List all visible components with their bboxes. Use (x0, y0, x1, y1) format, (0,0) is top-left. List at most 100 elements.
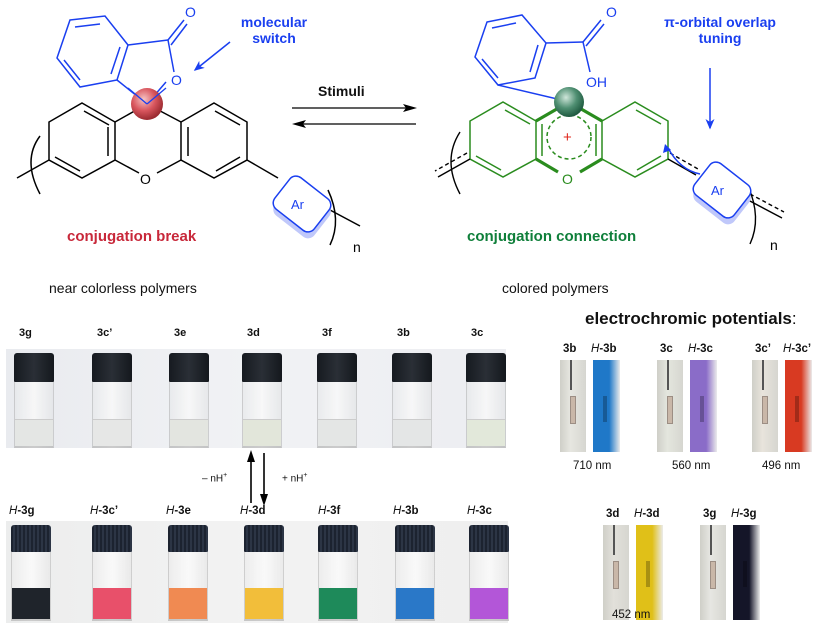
colored-caption: colored polymers (502, 280, 609, 296)
molecular-switch-line1: molecular (240, 14, 308, 30)
label-prefix: H (90, 505, 99, 517)
electrode-wire (570, 360, 572, 390)
label-prefix: H (240, 505, 249, 517)
vial-cap (168, 525, 208, 552)
neutral-cell-label: 3b (563, 343, 577, 355)
vial-glass (242, 381, 282, 448)
vial-liquid (15, 419, 53, 446)
vial (242, 353, 282, 448)
vial (92, 353, 132, 448)
label-suffix: -3c’ (98, 505, 119, 517)
charge-plus: + (563, 129, 572, 146)
left-xanthene (16, 102, 361, 246)
left-repeat-n: n (353, 239, 361, 255)
conjugation-break-label: conjugation break (67, 228, 197, 245)
protonation-sup: + (303, 472, 308, 479)
label-prefix: H (783, 343, 792, 355)
protonated-vial-label: H-3e (166, 505, 191, 517)
vial-liquid (318, 419, 356, 446)
label-suffix: -3g (17, 505, 35, 517)
protonated-vial-label: H-3g (9, 505, 35, 517)
protonated-cell-label: H-3d (634, 508, 660, 520)
molecular-switch-arrow (193, 41, 231, 71)
near-colorless-caption: near colorless polymers (49, 280, 197, 296)
molecular-switch-label: molecular switch (229, 14, 319, 46)
electrode (795, 396, 799, 422)
vial-cap (466, 353, 506, 382)
vial-liquid (243, 419, 281, 446)
vial-liquid (319, 588, 357, 619)
left-ar-label: Ar (291, 197, 305, 212)
electrochromic-title-text: electrochromic potentials (585, 309, 792, 328)
scheme-drawing: O O O (16, 4, 785, 255)
protonated-vial-label: H-3f (318, 505, 340, 517)
vial-cap (92, 353, 132, 382)
label-suffix: -3c (696, 343, 713, 355)
right-ar-label: Ar (711, 183, 725, 198)
deprotonation-label: – nH+ (202, 472, 227, 484)
label-suffix: -3c’ (791, 343, 812, 355)
protonated-cell (785, 360, 812, 452)
electrode (570, 396, 576, 424)
protonated-vial-label: H-3c (467, 505, 492, 517)
vial-label: 3g (19, 327, 32, 339)
vial-liquid (396, 588, 434, 619)
left-lactone (56, 15, 188, 105)
vial-cap (244, 525, 284, 552)
vial-liquid (470, 588, 508, 619)
vial (466, 353, 506, 448)
left-bridge-o: O (140, 171, 151, 187)
right-bridge-o: O (562, 171, 573, 187)
vial-label: 3e (174, 327, 187, 339)
proton-arrows: – nH+ + nH+ (200, 448, 320, 508)
protonated-cell (636, 525, 663, 620)
bottom-vial-photo (6, 521, 509, 623)
vial-glass (169, 381, 209, 448)
vial-label: 3c (471, 327, 484, 339)
electrode-wire (762, 360, 764, 390)
vial (92, 525, 132, 621)
protonated-cell-label: H-3c’ (783, 343, 811, 355)
vial-glass (168, 551, 208, 621)
neutral-cell-label: 3c (660, 343, 673, 355)
vial (317, 353, 357, 448)
label-suffix: -3d (248, 505, 266, 517)
left-ar-box (272, 175, 332, 239)
label-prefix: H (393, 505, 402, 517)
electrode (762, 396, 768, 424)
pi-orbital-line1: π-orbital overlap (664, 14, 776, 30)
electrode (743, 561, 747, 587)
left-ring-o: O (171, 72, 182, 88)
vial-glass (392, 381, 432, 448)
pi-orbital-line2: tuning (698, 30, 742, 46)
vial-cap (469, 525, 509, 552)
electrode (710, 561, 716, 589)
neutral-cell (700, 525, 726, 620)
vial-liquid (12, 588, 50, 619)
equilibrium-arrows (292, 104, 417, 128)
vial-cap (392, 353, 432, 382)
vial-liquid (93, 419, 131, 446)
vial-glass (14, 381, 54, 448)
vial-label: 3c’ (97, 327, 113, 339)
neutral-cell (560, 360, 586, 452)
label-suffix: -3e (174, 505, 191, 517)
electrochromic-title: electrochromic potentials: (585, 309, 797, 329)
label-suffix: -3c (475, 505, 492, 517)
protonation-text: + nH (282, 473, 304, 485)
rotation-arrow (667, 147, 701, 175)
vial (168, 525, 208, 621)
label-prefix: H (166, 505, 175, 517)
protonated-cell (690, 360, 717, 452)
top-vial-photo (6, 349, 506, 448)
right-acid (474, 14, 605, 103)
vial-liquid (245, 588, 283, 619)
right-ar-box (692, 161, 752, 225)
vial-cap (11, 525, 51, 552)
label-prefix: H (731, 508, 740, 520)
molecular-switch-line2: switch (252, 30, 296, 46)
vial-cap (169, 353, 209, 382)
label-prefix: H (688, 343, 697, 355)
wavelength-label: 496 nm (762, 460, 801, 472)
right-oh: OH (586, 74, 607, 90)
